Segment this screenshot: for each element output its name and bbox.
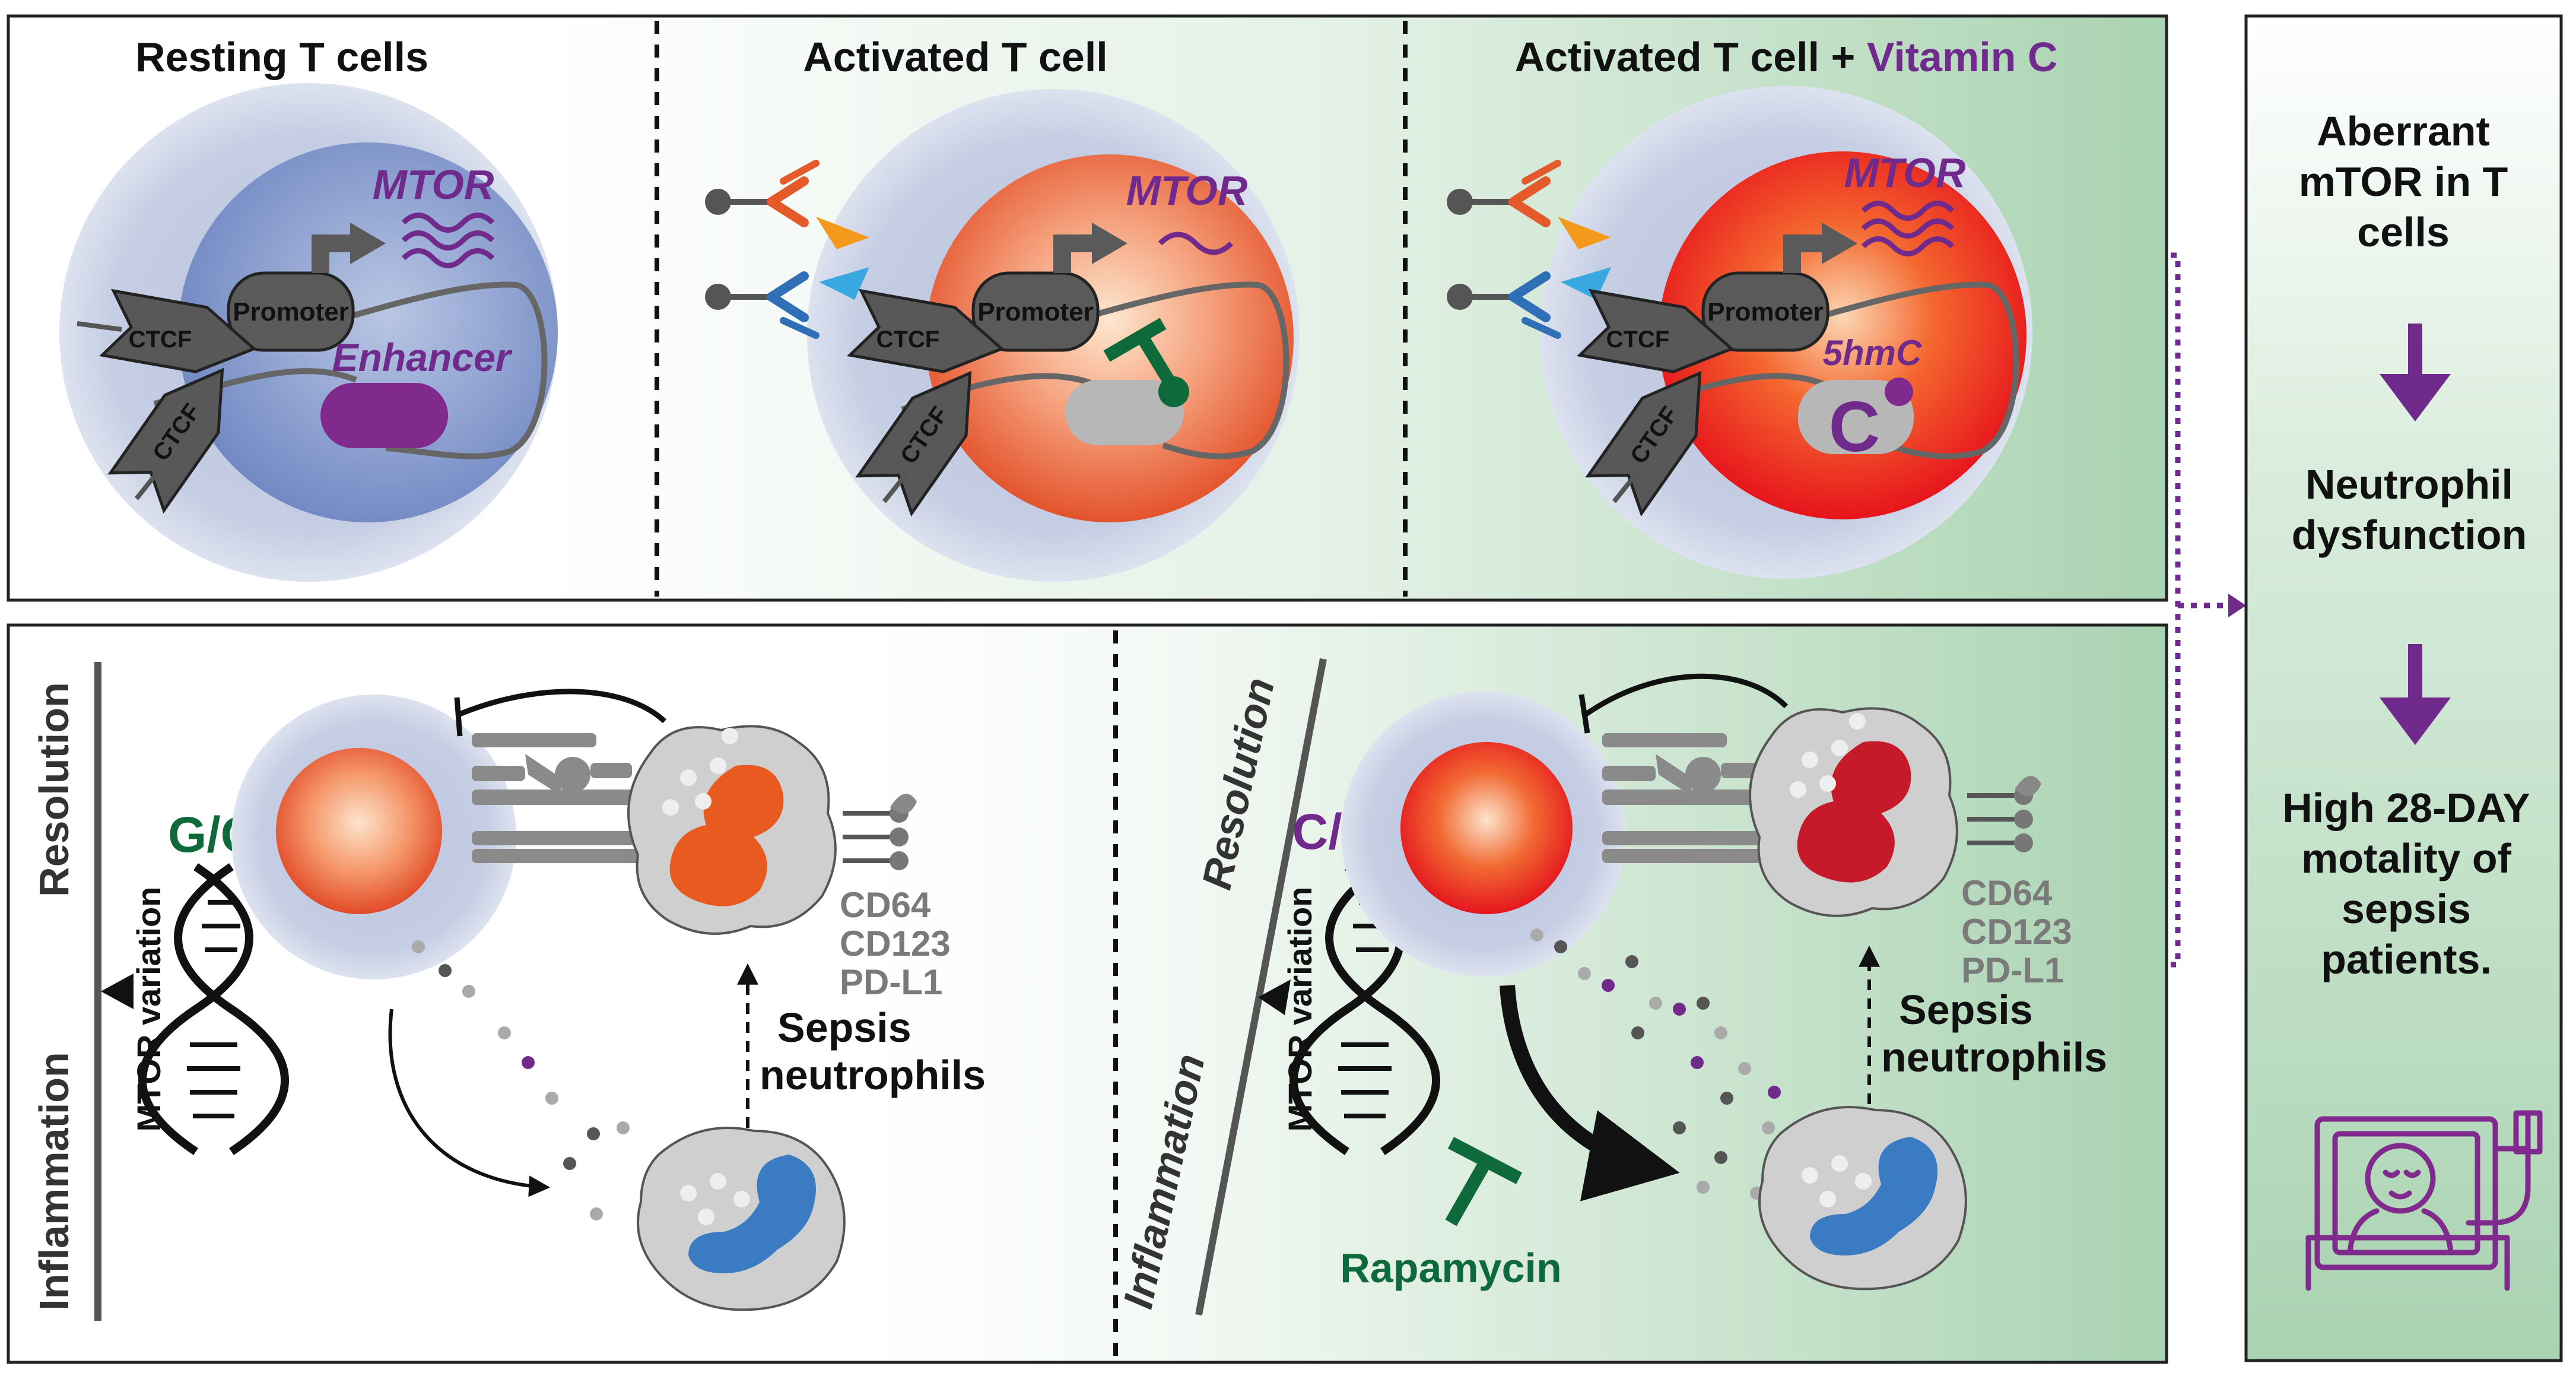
marker-cd123-left: CD123 xyxy=(840,924,951,963)
panel1-mtor: MTOR xyxy=(373,161,494,208)
bottom-right-scenario: Resolution Inflammation C/C MTOR variati… xyxy=(1114,658,2107,1316)
neutrophil-nucleus-right xyxy=(1797,741,1911,883)
enhancer-block-vitc xyxy=(1798,380,1914,454)
tss-arrow-icon-3 xyxy=(1783,234,1828,273)
connector-arrowhead xyxy=(2228,594,2246,617)
cytokines-right xyxy=(1530,928,1781,1200)
panel1-enhancer: Enhancer xyxy=(332,335,513,379)
mrna-wave-icon xyxy=(401,213,495,268)
marker-pdl1-right: PD-L1 xyxy=(1961,950,2064,990)
axis-resolution-left: Resolution xyxy=(31,682,77,897)
promoter-box-2 xyxy=(971,271,1100,352)
marker-cd123-right: CD123 xyxy=(1961,912,2072,952)
panel3-promoter: Promoter xyxy=(1707,297,1824,326)
outcome-step-2: Neutrophil dysfunction xyxy=(2292,461,2527,558)
marker-cd64-left: CD64 xyxy=(840,885,931,925)
resting-neutrophil-right xyxy=(1758,1106,1967,1291)
inhibition-bar-right xyxy=(1578,694,1590,734)
axis-triangle-right xyxy=(1258,979,1291,1015)
panel3-c-letter: C xyxy=(1829,387,1881,467)
tss-arrow-icon-2 xyxy=(1053,234,1098,273)
bottom-left-scenario: Resolution Inflammation G/G MTOR variati… xyxy=(31,662,986,1321)
down-arrow-icon-1 xyxy=(2380,324,2451,421)
axis-inflammation-left: Inflammation xyxy=(31,1052,77,1311)
neutrophil-nucleus-left xyxy=(669,765,784,906)
granules-left xyxy=(662,728,738,816)
marker-pdl1-left: PD-L1 xyxy=(840,962,942,1002)
inhibition-bar-left xyxy=(454,697,463,737)
panel-resting: Resting T cells Promoter CTCF CTCF MTOR … xyxy=(59,34,558,582)
outcome-step-1-line-3: cells xyxy=(2357,209,2450,255)
outcome-step-1-line-1: Aberrant xyxy=(2317,108,2490,154)
outcome-step-3-line-2: motality of xyxy=(2301,835,2512,882)
outcome-step-2-line-2: dysfunction xyxy=(2292,512,2527,558)
tss-arrowhead xyxy=(350,223,386,264)
neutrophils-label-left: neutrophils xyxy=(760,1052,986,1098)
outcome-step-2-line-1: Neutrophil xyxy=(2305,461,2513,508)
panel3-title: Activated T cell + Vitamin C xyxy=(1515,34,2058,80)
down-arrow-icon-2 xyxy=(2380,644,2451,745)
panel2-promoter: Promoter xyxy=(977,297,1094,326)
rapamycin-label: Rapamycin xyxy=(1340,1245,1561,1291)
granules-rest-right xyxy=(1802,1155,1872,1207)
mrna-wave-icon-3 xyxy=(1861,201,1955,256)
neutrophils-label-right: neutrophils xyxy=(1881,1034,2107,1080)
panel-activated: Activated T cell Promoter CTCF CTCF MTOR xyxy=(705,34,1300,582)
panel3-5hmc: 5hmC xyxy=(1823,333,1923,373)
sepsis-label-right: Sepsis xyxy=(1899,987,2033,1033)
marker-cd64-right: CD64 xyxy=(1961,873,2053,913)
tss-arrowhead-2 xyxy=(1092,223,1127,264)
granules-rest-left xyxy=(680,1173,750,1225)
enhancer-block xyxy=(320,383,448,448)
resting-neutrophil-left xyxy=(637,1127,846,1311)
panel3-ctcf-1: CTCF xyxy=(1606,326,1670,353)
tss-arrow-icon xyxy=(312,234,356,273)
outcome-step-1-line-2: mTOR in T xyxy=(2299,158,2508,205)
ctcf-tail-2 xyxy=(134,467,163,500)
tcell-nucleus-left xyxy=(276,748,442,914)
panel2-title: Activated T cell xyxy=(803,34,1108,80)
sepsis-label-left: Sepsis xyxy=(777,1004,911,1051)
inhibition-arc-right xyxy=(1583,673,1789,718)
outcome-step-3-line-4: patients. xyxy=(2321,936,2492,982)
panel2-mtor: MTOR xyxy=(1126,167,1248,214)
outcome-step-3-line-1: High 28-DAY xyxy=(2282,785,2530,831)
patient-bed-icon xyxy=(2305,1110,2543,1291)
dotted-connector xyxy=(2171,252,2231,968)
variation-label-right: MTOR variation xyxy=(1281,887,1319,1132)
variation-label-left: MTOR variation xyxy=(130,887,167,1132)
ctcf-tail-1 xyxy=(77,321,122,332)
cytokines-left xyxy=(412,940,630,1220)
vitc-nucleus xyxy=(1659,151,2027,519)
5hmc-dot xyxy=(1885,378,1913,406)
axis-triangle-left xyxy=(101,974,134,1009)
granules-right xyxy=(1790,713,1866,798)
outcome-step-3: High 28-DAY motality of sepsis patients. xyxy=(2282,785,2530,982)
ctcf-tail-6 xyxy=(1612,470,1640,503)
panel-vitamin-c: Activated T cell + Vitamin C Promoter CT… xyxy=(1447,34,2057,579)
panel3-mtor: MTOR xyxy=(1844,150,1966,196)
panel2-ctcf-1: CTCF xyxy=(876,326,940,353)
promoter-box-3 xyxy=(1701,271,1829,352)
inhibition-t-icon xyxy=(1103,318,1189,407)
tcell-nucleus-right xyxy=(1400,742,1573,914)
promoter-box xyxy=(227,271,355,352)
tss-arrowhead-3 xyxy=(1822,223,1857,264)
enhancer-block-inactive xyxy=(1065,380,1184,445)
resting-neutrophil-nucleus-left xyxy=(688,1155,816,1273)
cytokine-arrow-left xyxy=(388,1009,551,1197)
resting-neutrophil-nucleus-right xyxy=(1810,1137,1937,1255)
mrna-wave-icon-2 xyxy=(1158,232,1234,255)
panel1-title: Resting T cells xyxy=(135,34,428,80)
inhibition-arc-left xyxy=(456,689,667,724)
rapamycin-inhibitor-icon xyxy=(1445,1137,1523,1226)
outcome-step-1: Aberrant mTOR in T cells xyxy=(2299,108,2508,255)
panel1-promoter: Promoter xyxy=(233,297,349,326)
outcome-step-3-line-3: sepsis xyxy=(2342,886,2471,932)
panel1-ctcf-1: CTCF xyxy=(129,326,192,353)
axis-line-right xyxy=(1195,658,1327,1316)
ctcf-tail-4 xyxy=(882,470,910,503)
cytokine-arrow-right xyxy=(1500,985,1680,1201)
